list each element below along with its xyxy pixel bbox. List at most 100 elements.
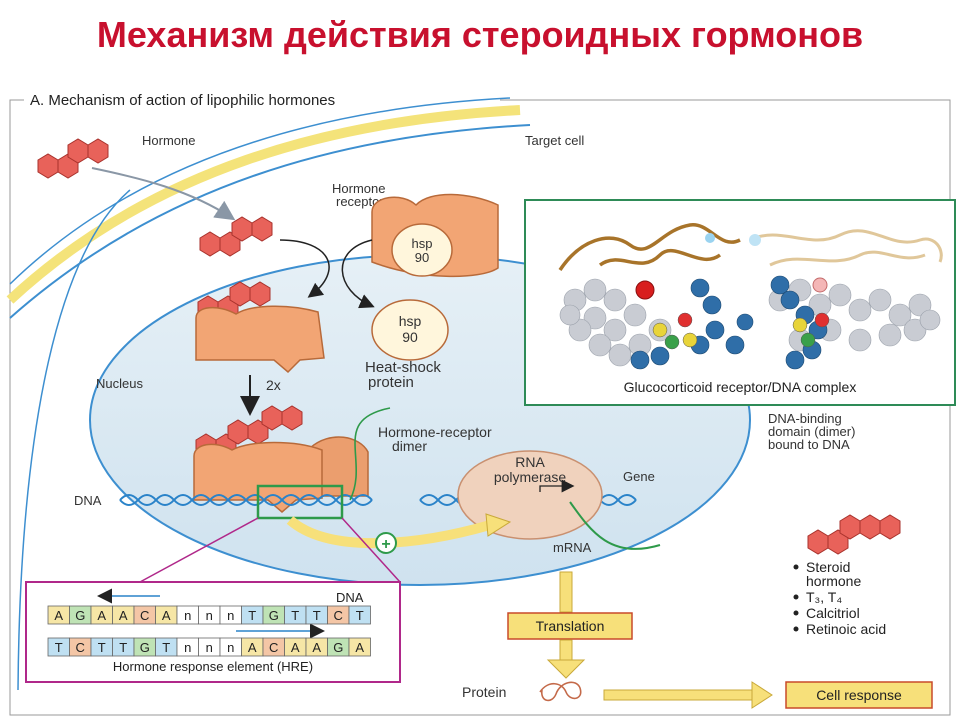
cell-wall-left	[17, 189, 131, 691]
cell-membrane-blue	[9, 124, 531, 319]
receptor-label-1: Hormone	[332, 181, 385, 196]
hre-top-base: G	[269, 608, 279, 623]
hre-top-base: A	[119, 608, 128, 623]
target-cell-label: Target cell	[525, 133, 584, 148]
protein-label: Protein	[462, 684, 506, 700]
translation-label: Translation	[536, 618, 605, 634]
translation-arrow-shaft	[559, 639, 573, 663]
activation-arrowhead	[485, 513, 512, 537]
hre-bottom-base: G	[140, 640, 150, 655]
legend-item-steroid-2: hormone	[806, 573, 861, 589]
two-x-label: 2x	[266, 377, 281, 393]
panel-heading: A. Mechanism of action of lipophilic hor…	[30, 92, 335, 109]
hormone-receptor-complex	[195, 305, 325, 374]
hre-bottom-base: T	[162, 640, 170, 655]
hre-top-base: A	[97, 608, 106, 623]
inset-structure-image	[558, 223, 943, 370]
legend-item-calcitriol: Calcitriol	[806, 605, 860, 621]
hsp90-free	[371, 299, 449, 361]
hre-bottom-base: A	[355, 640, 364, 655]
slide-title: Механизм действия стероидных гормонов	[96, 14, 864, 55]
hre-bottom-base: T	[119, 640, 127, 655]
hre-bottom-base: G	[333, 640, 343, 655]
inset-leader-line	[349, 407, 391, 501]
dbd-label-3: bound to DNA	[768, 437, 850, 452]
hre-bottom-base: A	[291, 640, 300, 655]
zinc-site-left	[635, 280, 655, 300]
rna-pol-label-2: polymerase	[494, 469, 567, 485]
hre-bottom-base: A	[248, 640, 257, 655]
hormone-molecule-icon	[37, 138, 109, 179]
hre-bottom-base: n	[227, 640, 234, 655]
legend-bullet-1	[793, 564, 799, 570]
entry-arrow	[91, 167, 236, 221]
hsp90-bound	[391, 223, 453, 277]
dna-spheres-left	[559, 278, 672, 367]
hre-top-base: n	[227, 608, 234, 623]
hre-bottom-base: n	[206, 640, 213, 655]
arrow-to-complex	[279, 239, 330, 298]
hre-bottom-base: n	[184, 640, 191, 655]
dbd-label-1: DNA-binding	[768, 411, 842, 426]
legend-bullet-3	[793, 610, 799, 616]
hre-leader-right	[341, 517, 401, 583]
inset-caption: Glucocorticoid receptor/DNA complex	[624, 379, 857, 395]
ion-sphere-1	[705, 233, 715, 243]
translation-arrowhead	[546, 659, 586, 679]
hre-bottom-base: A	[312, 640, 321, 655]
legend: Steroid hormone T₃, T₄ Calcitriol Retino…	[793, 559, 886, 637]
hre-dna-label: DNA	[336, 590, 364, 605]
hsp90-free-top: hsp	[399, 313, 422, 329]
gene-label: Gene	[623, 469, 655, 484]
hre-top-base: C	[334, 608, 343, 623]
heat-shock-label-2: protein	[368, 374, 414, 391]
hre-bottom-base: C	[269, 640, 278, 655]
hre-top-base: T	[291, 608, 299, 623]
legend-item-steroid: Steroid	[806, 559, 850, 575]
activation-plus-icon	[375, 532, 397, 554]
hre-top-base: A	[54, 608, 63, 623]
hsp90-bound-top: hsp	[412, 236, 433, 251]
hre-top-base: n	[206, 608, 213, 623]
receptor-dimer-back	[309, 436, 369, 497]
response-arrow-shaft	[603, 689, 755, 701]
rna-pol-label-1: RNA	[515, 454, 545, 470]
hre-detail-box	[25, 581, 401, 683]
protein-ribbon-left	[558, 223, 741, 271]
dbd-label-2: domain (dimer)	[768, 424, 855, 439]
hre-highlight-box	[256, 484, 344, 520]
receptor-label-2: receptor	[336, 194, 384, 209]
dna-base-spheres	[652, 312, 830, 350]
hre-bottom-base: T	[98, 640, 106, 655]
legend-item-thyroid: T₃, T₄	[806, 589, 842, 605]
response-arrowhead	[751, 681, 773, 709]
hormone-label: Hormone	[142, 133, 195, 148]
hre-top-cell	[348, 605, 371, 625]
hre-top-base: A	[162, 608, 171, 623]
ion-sphere-2	[749, 234, 761, 246]
hre-top-base: T	[248, 608, 256, 623]
legend-bullet-2	[793, 594, 799, 600]
heat-shock-label-1: Heat-shock	[365, 359, 441, 376]
cell-response-label: Cell response	[816, 687, 902, 703]
cytoplasm-hormone-icon	[199, 216, 273, 257]
heading-backdrop	[24, 88, 500, 110]
arrow-to-hsp	[341, 239, 375, 309]
legend-bullet-4	[793, 626, 799, 632]
cell-response-box	[785, 681, 933, 709]
mrna-strand	[569, 501, 661, 550]
mrna-label: mRNA	[553, 540, 592, 555]
hre-top-base: C	[140, 608, 149, 623]
dna-spheres-right	[768, 278, 941, 352]
translation-box	[507, 612, 633, 640]
translation-arrow-shaft-top	[559, 571, 573, 613]
dna-label: DNA	[74, 493, 102, 508]
protein-coil-icon	[539, 681, 582, 702]
cell-membrane-outer	[9, 97, 511, 285]
protein-ribbon-right	[749, 229, 943, 267]
transcription-start-arrow	[539, 479, 575, 493]
nucleus-label: Nucleus	[96, 376, 143, 391]
